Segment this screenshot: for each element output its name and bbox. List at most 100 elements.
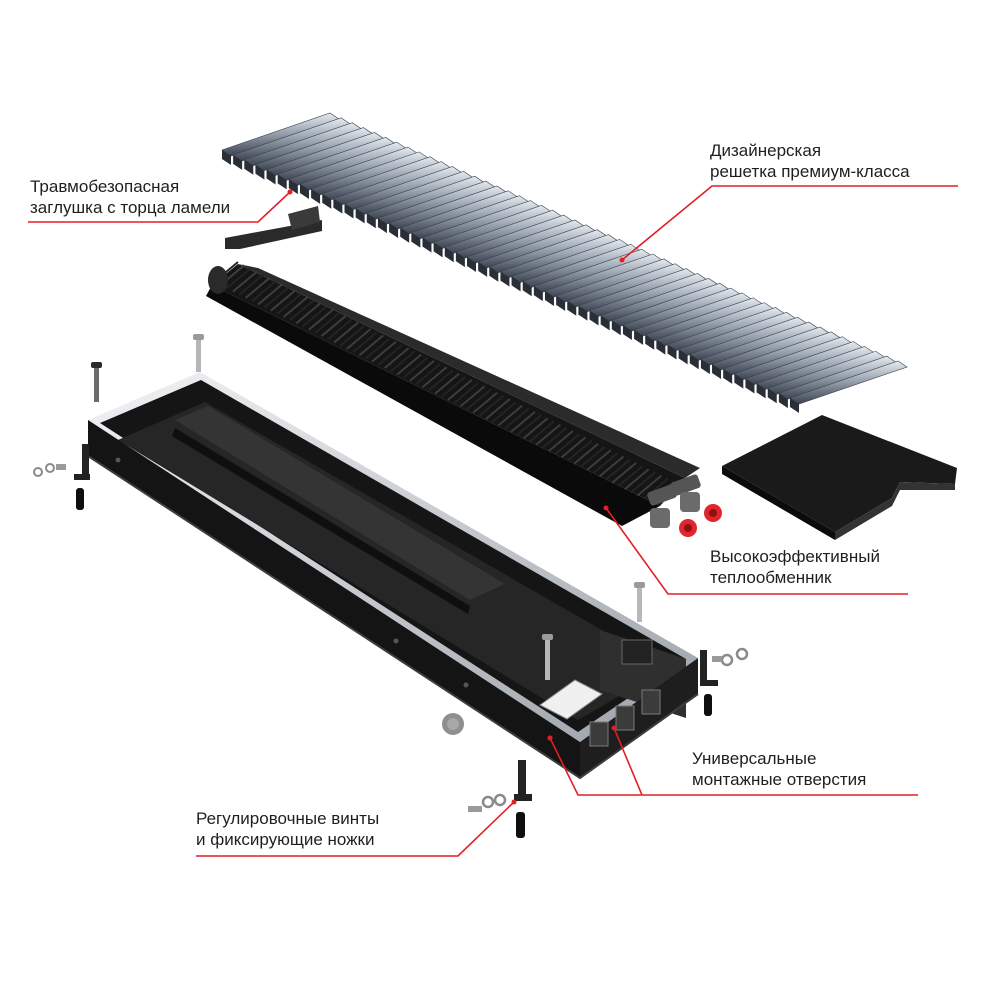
cover-plate — [722, 415, 957, 540]
grille-lamella-edge — [455, 252, 465, 268]
grille-lamella-edge — [411, 232, 421, 248]
exchanger-fin — [282, 296, 309, 318]
grille-lamella-edge — [778, 393, 788, 409]
exchanger-fin — [573, 442, 599, 465]
exchanger-fin — [225, 267, 252, 290]
exchanger-fin — [339, 324, 366, 347]
exchanger-fin — [472, 391, 498, 414]
grille-lamella-edge — [422, 237, 432, 253]
exchanger-fin — [383, 347, 410, 369]
label-holes-line2: монтажные отверстия — [692, 770, 867, 789]
exchanger-fin — [333, 321, 359, 344]
grille-lamella-edge — [622, 325, 632, 341]
exchanger-fin — [636, 474, 663, 497]
grille-lamella-edge — [790, 398, 799, 413]
exchanger-fin — [548, 430, 574, 452]
exchanger-fin — [257, 283, 283, 306]
label-exchanger: Высокоэффективный теплообменник — [710, 546, 880, 588]
grille-lamella-edge — [355, 208, 365, 224]
callout-line-grille — [621, 185, 958, 261]
grille-lamella-edge — [277, 174, 287, 190]
grille-lamella-edge — [322, 193, 332, 209]
exchanger-fin — [358, 334, 384, 357]
grille-lamella-edge — [500, 271, 510, 287]
grille-lamella-edge — [756, 383, 766, 399]
grille-lamella-edge — [667, 344, 677, 360]
label-grille-line1: Дизайнерская — [710, 141, 822, 160]
exchanger-fin — [289, 299, 315, 322]
grille-lamella-edge — [333, 198, 343, 214]
grille-lamella-edge — [511, 276, 521, 292]
exchanger-fin — [434, 372, 460, 395]
exchanger-fin — [617, 465, 644, 487]
exchanger-fin — [428, 369, 454, 392]
exchanger-fin — [276, 293, 302, 315]
exchanger-fin — [516, 414, 542, 436]
grille-lamella-edge — [678, 349, 688, 365]
convector-housing — [87, 372, 699, 780]
exchanger-fin — [327, 318, 353, 341]
grille-lamella-edge — [366, 213, 376, 229]
exchanger-fin — [624, 468, 650, 491]
exchanger-fin — [554, 433, 580, 455]
grille-lamella-edge — [700, 359, 710, 375]
exchanger-fin — [579, 446, 606, 468]
adjusting-screws-and-feet — [33, 334, 749, 838]
grille-lamella-edge — [600, 315, 610, 331]
exchanger-fins — [213, 261, 675, 503]
grille-lamella-edge — [611, 320, 621, 336]
exchanger-fin — [485, 398, 511, 420]
exchanger-fin — [453, 382, 479, 404]
exchanger-fin — [529, 420, 555, 443]
grille-lamella-edge — [400, 227, 410, 243]
callout-line-holes — [549, 737, 918, 796]
label-screws-line1: Регулировочные винты — [196, 809, 380, 828]
label-grille-line2: решетка премиум-класса — [710, 162, 910, 181]
exchanger-fin — [504, 407, 530, 430]
callout-line-exchanger — [605, 507, 908, 595]
label-screws-line2: и фиксирующие ножки — [196, 830, 375, 849]
label-screws: Регулировочные винты и фиксирующие ножки — [196, 808, 379, 850]
designer-grille — [221, 112, 908, 413]
exchanger-fin — [605, 458, 631, 481]
grille-lamella-edge — [255, 164, 265, 180]
label-grille: Дизайнерская решетка премиум-класса — [710, 140, 910, 182]
label-holes-line1: Универсальные — [692, 749, 817, 768]
grille-lamella-edge — [634, 329, 644, 345]
exchanger-fin — [251, 280, 277, 302]
grille-lamella-edge — [344, 203, 354, 219]
grille-lamella-edge — [556, 295, 566, 311]
safety-end-cap — [225, 206, 322, 249]
grille-lamella-edge — [745, 378, 755, 394]
exchanger-fin — [390, 350, 416, 373]
exchanger-fin — [592, 452, 618, 475]
grille-lamella-edge — [244, 159, 254, 175]
exchanger-fin — [447, 379, 473, 401]
label-end-cap-line2: заглушка с торца ламели — [30, 198, 231, 217]
grille-lamella-edge — [389, 222, 399, 238]
grille-lamella-edge — [444, 247, 454, 263]
exchanger-fin — [535, 423, 561, 446]
exchanger-fin — [238, 273, 264, 296]
exchanger-fin — [440, 376, 467, 398]
grille-lamella-edge — [589, 310, 599, 326]
callout-line-screws — [196, 801, 515, 857]
exchanger-fin — [396, 353, 422, 376]
exchanger-fin — [402, 356, 429, 379]
exchanger-fin — [421, 366, 448, 388]
grille-lamella-edge — [377, 218, 387, 234]
grille-lamella-edge — [467, 256, 477, 272]
exchanger-fin — [377, 344, 403, 366]
exchanger-fin — [560, 436, 587, 459]
grille-lamella-edge — [311, 188, 321, 204]
grille-lamella-edge — [222, 150, 231, 165]
grille-lamella-edge — [567, 300, 577, 316]
grille-lamella-edge — [712, 363, 722, 379]
exchanger-fin — [522, 417, 549, 440]
grille-lamella-edge — [288, 179, 298, 195]
exchanger-fin — [611, 462, 637, 484]
callout-lines — [28, 185, 958, 857]
exchanger-fin — [352, 331, 378, 353]
exchanger-fin — [263, 286, 290, 309]
